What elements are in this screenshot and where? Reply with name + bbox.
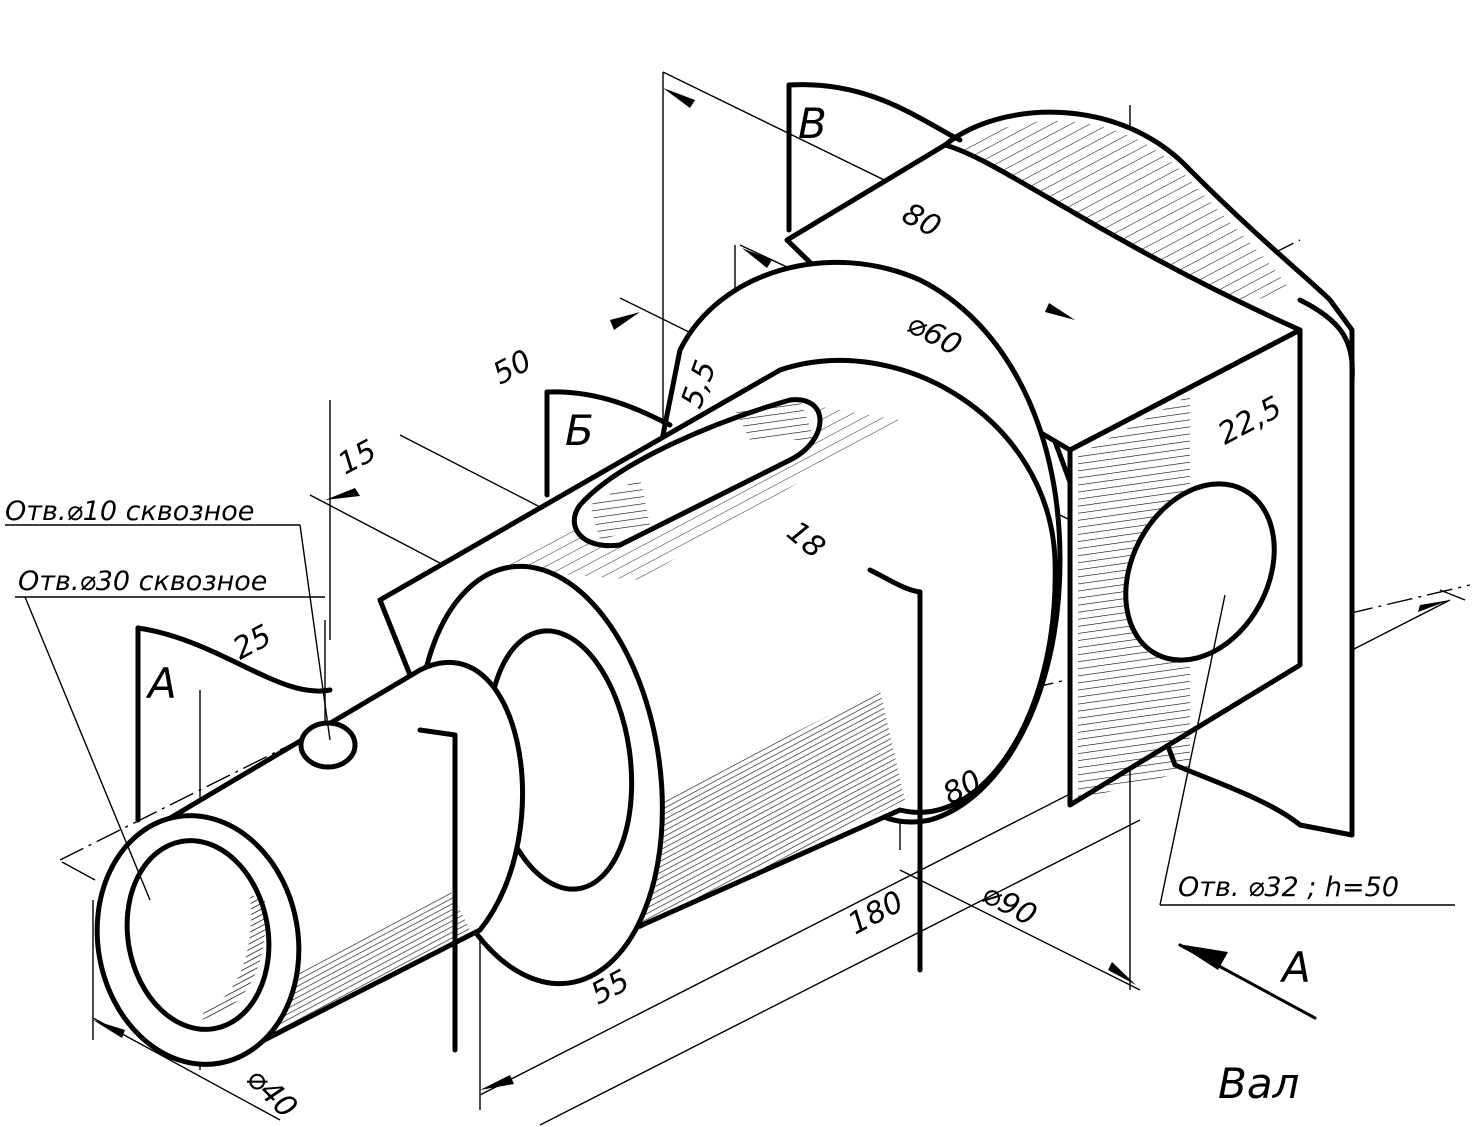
view-arrow: А [1178, 943, 1317, 1020]
view-arrow-label: А [1279, 943, 1311, 992]
drawing-title: Вал [1218, 1059, 1299, 1108]
front-tube [94, 625, 526, 1067]
dim-15: 15 [332, 433, 382, 482]
section-label-v: В [798, 99, 827, 148]
dim-180: 180 [842, 884, 909, 942]
section-label-a: А [145, 659, 177, 708]
note-hole-30-text: Отв.⌀30 сквозное [18, 566, 267, 597]
note-hole-10: Отв.⌀10 сквозное [5, 496, 331, 741]
dim-50: 50 [487, 343, 537, 392]
dimension-arrows [93, 88, 1450, 1090]
dim-diameter-40: ⌀40 [239, 1061, 304, 1126]
right-block [784, 82, 1355, 838]
note-hole-30: Отв.⌀30 сквозное [15, 566, 325, 901]
note-hole-10-text: Отв.⌀10 сквозное [5, 496, 254, 527]
note-hole-32-text: Отв. ⌀32 ; h=50 [1178, 872, 1399, 903]
note-hole-32: Отв. ⌀32 ; h=50 [1159, 594, 1455, 906]
section-label-b: Б [565, 406, 594, 455]
